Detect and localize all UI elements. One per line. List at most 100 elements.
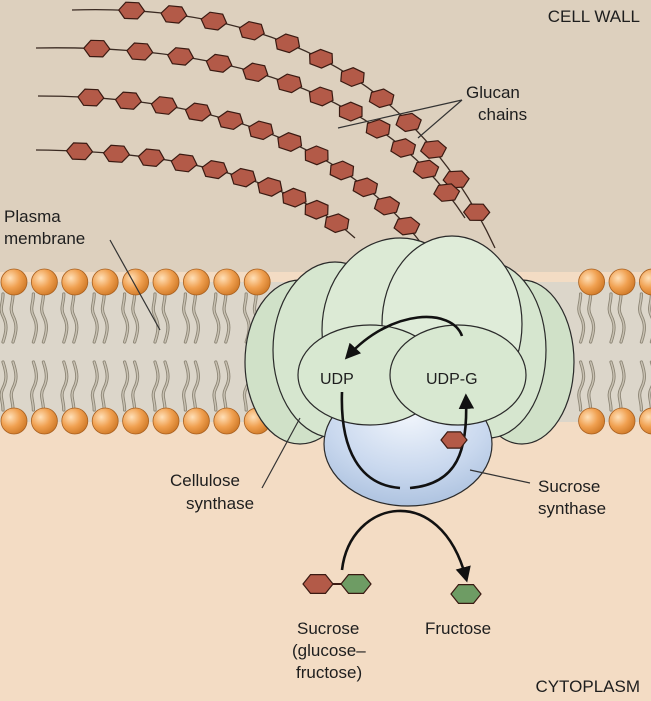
glucose-unit-icon [395, 112, 422, 133]
lipid-head [213, 268, 241, 296]
lipid-tail-highlight [10, 361, 17, 411]
lipid-head [578, 407, 605, 435]
glucose-unit-icon [304, 199, 329, 220]
lipid-head [152, 268, 180, 296]
lipid-head [608, 407, 636, 435]
lipid-tail-highlight [182, 361, 190, 411]
glucose-unit-icon [274, 33, 301, 54]
plasma-label-2: membrane [4, 229, 85, 248]
glucose-unit-icon [329, 160, 355, 181]
lipid-tail-highlight [608, 293, 615, 343]
glucose-unit-icon [238, 20, 265, 41]
lipid-tail-highlight [91, 293, 98, 343]
glucose-unit-icon [368, 88, 395, 109]
lipid-tail-highlight [578, 293, 585, 343]
glucose-unit-icon [77, 88, 105, 107]
glucose-unit-icon [137, 148, 165, 168]
glucose-unit-icon [281, 187, 307, 208]
lipid-tail-highlight [638, 361, 646, 411]
lipid-head [182, 407, 210, 435]
sucrose-label-2: (glucose– [292, 641, 366, 660]
lipid-head [31, 268, 58, 296]
glucose-unit-icon [242, 62, 269, 83]
lipid-tail-highlight [152, 293, 159, 343]
glucose-unit-icon [114, 91, 143, 110]
glucose-unit-icon [324, 213, 350, 234]
lipid-tail-highlight [0, 293, 7, 343]
lipid-tail-highlight [162, 293, 169, 343]
glucose-unit-icon [102, 144, 131, 163]
lipid-head [0, 407, 28, 435]
lipid-head [61, 407, 89, 435]
lipid-tail-highlight [101, 293, 108, 343]
glucose-unit-icon [419, 140, 448, 159]
glucose-unit-icon [393, 216, 421, 236]
glucose-unit-icon [365, 118, 391, 139]
fructose-hexagon-icon [340, 573, 372, 595]
glucose-unit-icon [205, 53, 233, 73]
lipid-head [91, 268, 119, 296]
lipid-head [91, 407, 119, 435]
lipid-tail-highlight [182, 293, 190, 343]
glucose-unit-icon [126, 42, 154, 61]
cell-wall-label: CELL WALL [548, 7, 640, 26]
glucose-unit-icon [170, 153, 198, 173]
to-udpg-arrow [409, 393, 475, 490]
reaction-arrows [340, 315, 475, 583]
glucose-unit-icon [65, 142, 94, 161]
lipid-tail-highlight [122, 361, 129, 411]
glucose-unit-icon [433, 183, 461, 202]
lipid-tail-highlight [10, 293, 17, 343]
glucose-unit-icon [184, 102, 212, 122]
sucrose-synthase-label-2: synthase [538, 499, 606, 518]
glucose-unit-icon [200, 11, 228, 31]
lipid-tail-highlight [618, 361, 625, 411]
lipid-tail-highlight [223, 361, 230, 411]
lipid-head [639, 268, 651, 296]
sucrose-glucose-hexagon-icon [302, 573, 341, 595]
glucan-label-2: chains [478, 105, 527, 124]
glucose-unit-icon [166, 47, 195, 66]
glucan-chains [35, 1, 496, 249]
lipid-head [243, 268, 271, 296]
lipid-head [122, 407, 150, 435]
sucrose-synthase-label-1: Sucrose [538, 477, 600, 496]
leader-lines [109, 99, 531, 489]
glucose-unit-icon [352, 177, 379, 198]
lipid-tail-highlight [122, 293, 129, 343]
sucrose-label-1: Sucrose [297, 619, 359, 638]
cellulose-label-2: synthase [186, 494, 254, 513]
glucose-unit-icon [217, 110, 244, 131]
glucose-unit-icon [277, 132, 303, 152]
glucose-hexagon-icon [440, 431, 468, 449]
glucose-unit-icon [308, 48, 334, 69]
lipid-tail-highlight [0, 361, 7, 411]
glucose-unit-icon [257, 177, 283, 197]
lipid-tail-highlight [618, 293, 625, 343]
lipid-tail-highlight [40, 361, 48, 411]
glucose-unit-icon [83, 39, 111, 58]
lipid-tail-highlight [192, 361, 200, 411]
cellulose-synthase-front [297, 324, 527, 426]
lipid-head [608, 268, 636, 296]
fructose-hexagon-icon [450, 583, 482, 605]
plasma-label-1: Plasma [4, 207, 61, 226]
lipid-tail-highlight [61, 293, 68, 343]
lipid-tails [0, 292, 651, 412]
glucose-unit-icon [150, 96, 178, 115]
lipid-head [152, 407, 180, 435]
lipid-tail-highlight [162, 361, 169, 411]
lipid-tail-highlight [588, 293, 595, 343]
udp-down-arrow [340, 391, 401, 490]
glucan-label-1: Glucan [466, 83, 520, 102]
lipid-tail-highlight [71, 361, 78, 411]
lipid-heads [0, 268, 651, 435]
glucose-unit-icon [230, 167, 257, 188]
lipid-head [213, 407, 241, 435]
glucose-unit-icon [338, 101, 363, 122]
glucose-unit-icon [373, 196, 401, 216]
lipid-tail-highlight [30, 361, 38, 411]
lipid-head [31, 407, 58, 435]
glucose-unit-icon [412, 159, 440, 179]
glucose-unit-icon [390, 138, 417, 158]
